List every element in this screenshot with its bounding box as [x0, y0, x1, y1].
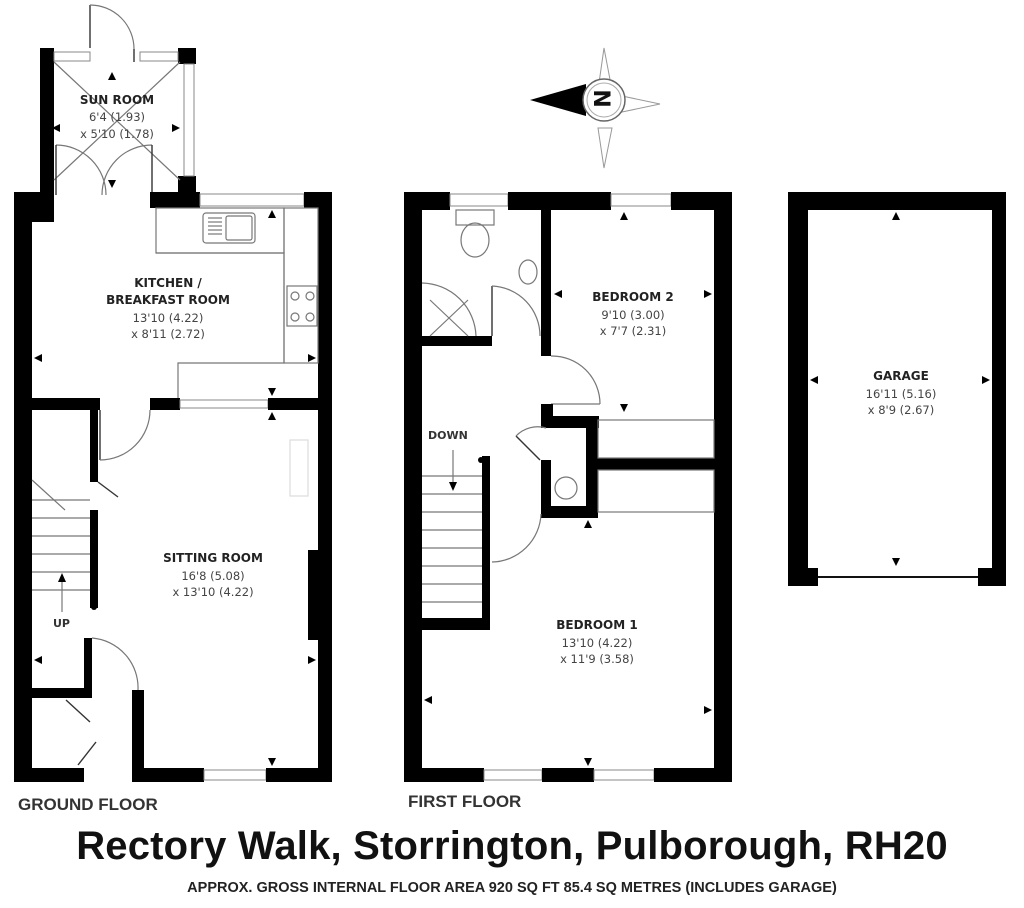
room-dim-sun-room-1: 6'4 (1.93) — [88, 110, 146, 124]
room-name-bedroom-1: BEDROOM 1 — [556, 618, 638, 632]
measurement-arrows — [34, 72, 990, 766]
compass-north-label: N — [591, 89, 617, 108]
room-dim-kitchen-2: x 8'11 (2.72) — [131, 327, 205, 341]
room-dim-bedroom-2-1: 9'10 (3.00) — [601, 308, 665, 322]
room-name-kitchen-2: BREAKFAST ROOM — [106, 293, 230, 307]
room-name-garage: GARAGE — [873, 369, 929, 383]
north-compass-icon — [530, 47, 661, 169]
stair-up-label: UP — [53, 617, 70, 630]
room-dim-sitting-room-1: 16'8 (5.08) — [181, 569, 245, 583]
room-name-kitchen: KITCHEN / — [134, 276, 202, 290]
room-dim-bedroom-1-1: 13'10 (4.22) — [561, 636, 633, 650]
room-dim-sitting-room-2: x 13'10 (4.22) — [172, 585, 254, 599]
first-floor-plan — [404, 192, 732, 782]
room-dim-bedroom-2-2: x 7'7 (2.31) — [599, 324, 667, 338]
sun-room-walls — [40, 4, 196, 196]
first-floor-label: FIRST FLOOR — [408, 792, 522, 811]
room-dim-sun-room-2: x 5'10 (1.78) — [80, 127, 154, 141]
stair-down-label: DOWN — [428, 429, 468, 442]
room-dim-garage-1: 16'11 (5.16) — [865, 387, 937, 401]
ground-floor-label: GROUND FLOOR — [18, 795, 158, 814]
room-name-bedroom-2: BEDROOM 2 — [592, 290, 674, 304]
ground-floor-plan — [14, 4, 332, 782]
room-dim-bedroom-1-2: x 11'9 (3.58) — [560, 652, 634, 666]
room-dim-garage-2: x 8'9 (2.67) — [867, 403, 935, 417]
property-address-title: Rectory Walk, Storrington, Pulborough, R… — [76, 824, 948, 868]
garage-plan — [788, 192, 1006, 586]
room-name-sitting-room: SITTING ROOM — [163, 551, 263, 565]
room-dim-kitchen-1: 13'10 (4.22) — [132, 311, 204, 325]
room-name-sun-room: SUN ROOM — [79, 93, 155, 107]
floor-area-caption: APPROX. GROSS INTERNAL FLOOR AREA 920 SQ… — [187, 880, 837, 896]
